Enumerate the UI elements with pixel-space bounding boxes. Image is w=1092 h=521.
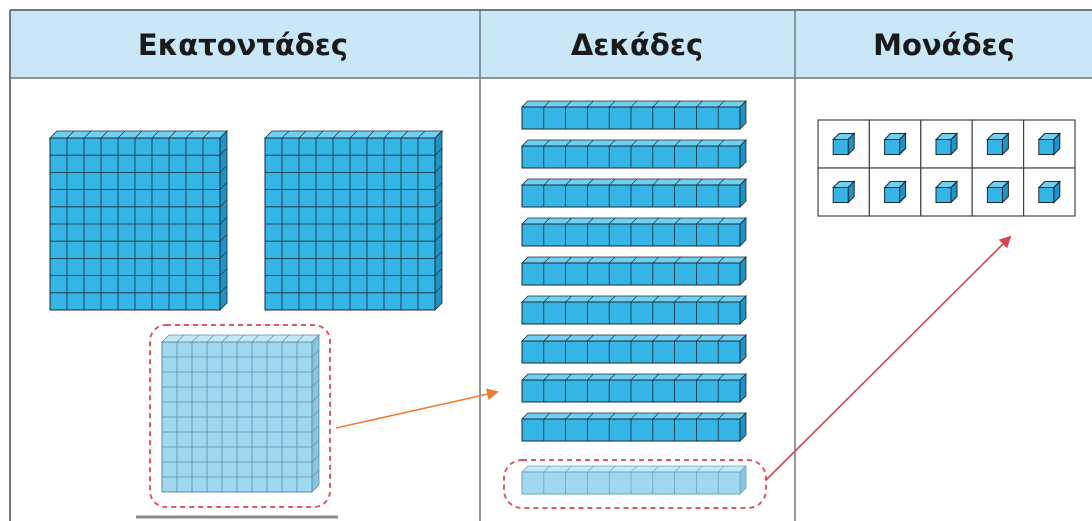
header-units: Μονάδες xyxy=(873,28,1015,62)
ten-rod xyxy=(521,412,747,442)
ten-rod xyxy=(521,178,747,208)
tens-column-area xyxy=(521,100,747,495)
ten-rod xyxy=(521,217,747,247)
unit-cube xyxy=(971,119,1025,169)
header-tens: Δεκάδες xyxy=(571,28,703,62)
units-column-area xyxy=(817,119,1076,217)
ten-rod xyxy=(521,100,747,130)
hundred-square xyxy=(264,130,443,311)
arrow-hundred-to-tens xyxy=(335,388,499,429)
hundred-exchange-outline xyxy=(149,324,331,508)
unit-cube xyxy=(868,119,922,169)
arrow-ten-to-units xyxy=(765,235,1012,481)
unit-cube xyxy=(920,119,973,169)
ten-rod xyxy=(521,373,747,403)
unit-cube xyxy=(920,167,973,217)
ten-rod-exchanged xyxy=(521,465,747,495)
ten-rod xyxy=(521,295,747,325)
unit-cube xyxy=(1022,119,1076,169)
unit-cube xyxy=(817,167,871,217)
unit-cube xyxy=(971,167,1025,217)
hundreds-column-area xyxy=(49,130,443,493)
hundred-square xyxy=(49,130,228,311)
ten-rod xyxy=(521,139,747,169)
unit-cube xyxy=(1022,167,1076,217)
ten-rod xyxy=(521,334,747,364)
header-hundreds: Εκατοντάδες xyxy=(138,28,348,62)
ten-rod xyxy=(521,256,747,286)
header-band xyxy=(10,10,1092,78)
unit-cube xyxy=(868,167,922,217)
ten-exchange-outline xyxy=(503,459,767,509)
unit-cube xyxy=(817,119,871,169)
hundred-square-exchanged xyxy=(161,334,320,493)
